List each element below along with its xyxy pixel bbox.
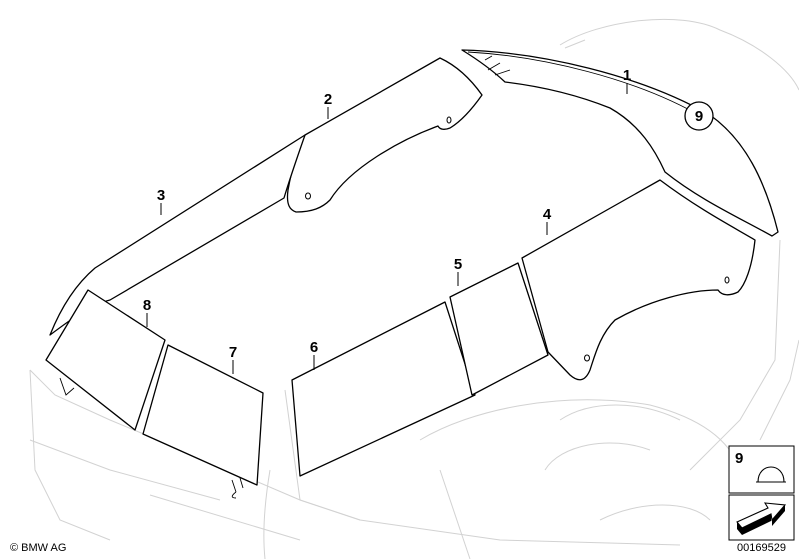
leader-lines [146,83,628,374]
callout-4: 4 [543,206,552,223]
callout-2: 2 [324,91,332,108]
legend-box-arrow [728,494,795,541]
part-7-rear-glass-right [142,344,264,499]
part-5-door-glass-rear [449,262,549,396]
callout-6: 6 [310,339,318,356]
part-2-upper-side-glass [286,57,483,213]
drawing-number: 00169529 [737,542,786,554]
legend-arrow-box [728,494,795,541]
callout-3: 3 [157,187,165,204]
callout-9: 9 [695,108,703,125]
callout-7: 7 [229,344,237,361]
legend-label-9: 9 [735,450,743,467]
part-6-door-glass-front [291,301,476,477]
legend-box-9 [728,445,795,494]
callout-1: 1 [623,67,631,84]
car-body-ghost-outline [29,18,799,559]
copyright-label: © BMW AG [10,542,66,554]
part-4-rear-quarter-glass [521,179,756,381]
callout-5: 5 [454,256,462,273]
direction-arrow-icon [736,502,787,535]
callout-9-circle: 9 [684,101,714,131]
part-8-rear-glass-left [45,289,166,431]
callout-8: 8 [143,297,151,314]
part-1-roof-glass [461,49,779,237]
circle-marker [684,101,714,131]
legend-part-9: 9 [728,445,795,494]
tailgate-edge [59,377,75,396]
